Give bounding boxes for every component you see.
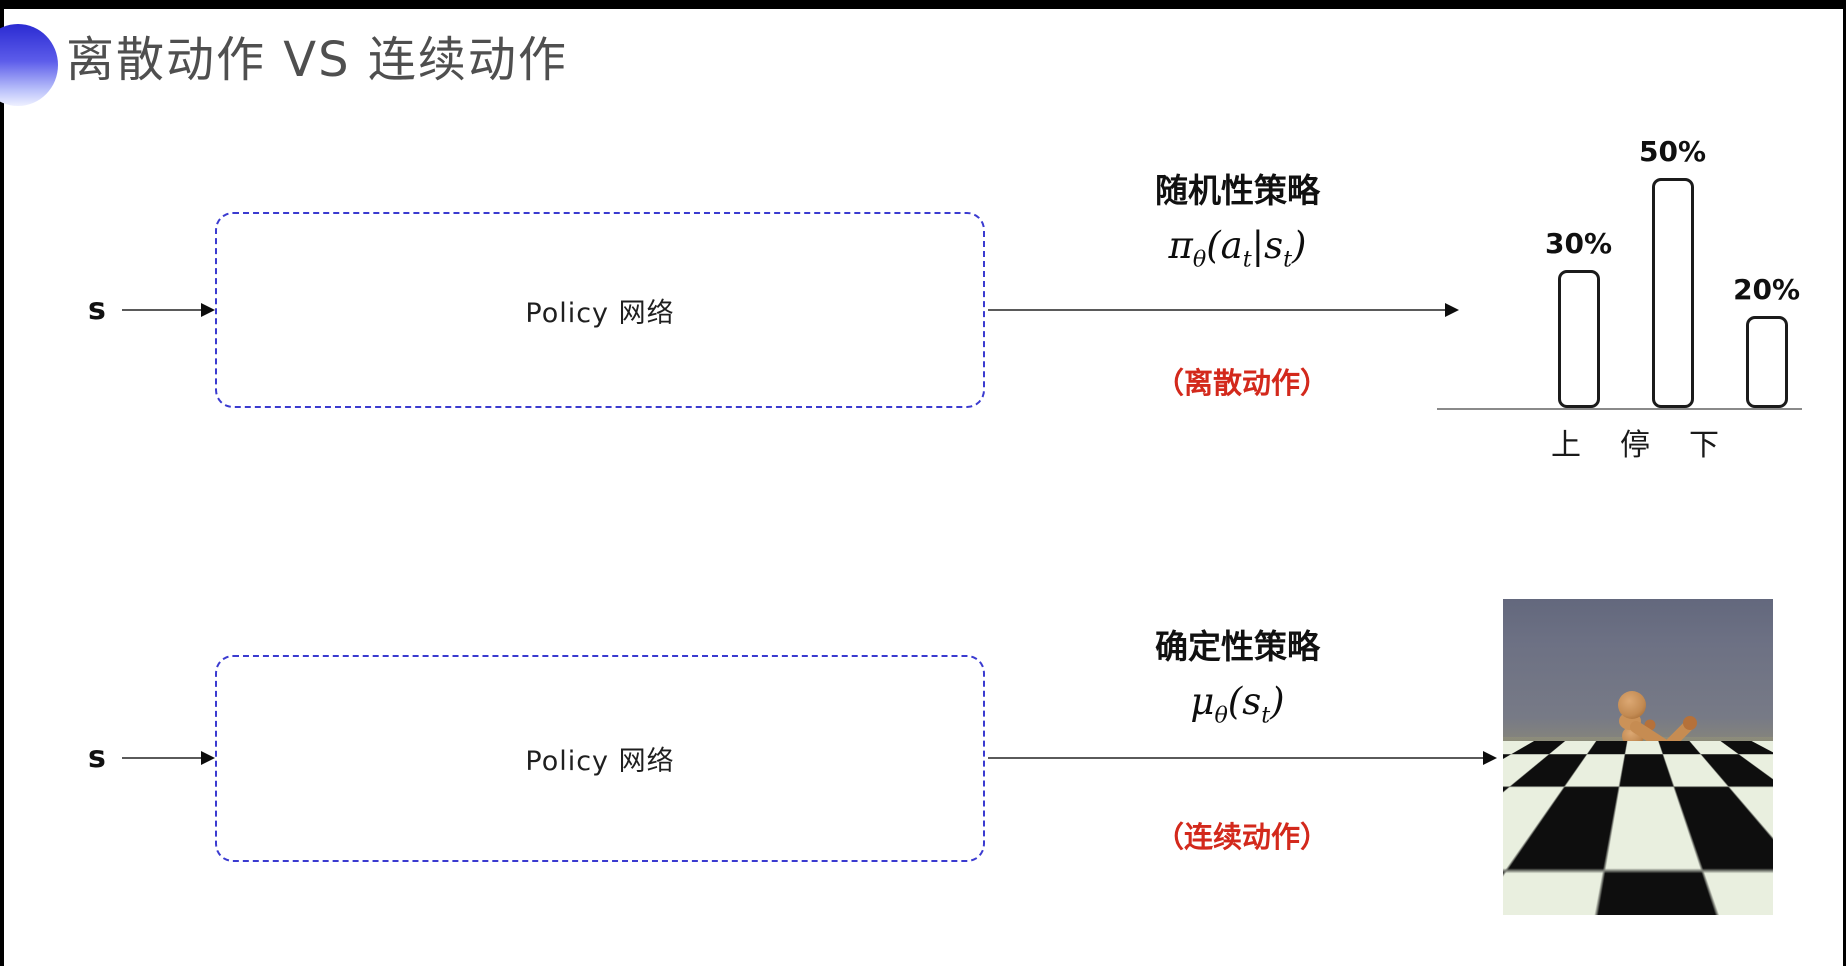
arrow-state-to-policy-top — [122, 303, 215, 317]
bar-category-label: 下 — [1689, 428, 1719, 463]
humanoid-simulation-image — [1503, 599, 1773, 915]
frame-top-edge — [0, 0, 1846, 9]
deterministic-policy-formula: μθ(st) — [1190, 680, 1285, 729]
title-bullet-decoration — [0, 24, 58, 106]
frame-right-edge — [1843, 0, 1846, 966]
policy-network-label: Policy 网络 — [525, 297, 675, 329]
bar-group: 20% — [1733, 273, 1800, 408]
stochastic-policy-label: 随机性策略 — [1155, 171, 1320, 210]
policy-network-label: Policy 网络 — [525, 746, 675, 777]
state-input-label-bottom: s — [88, 740, 106, 775]
bar-value-label: 20% — [1733, 273, 1801, 306]
state-input-label-top: s — [88, 292, 106, 327]
continuous-action-note: （连续动作） — [1154, 820, 1329, 854]
frame-left-edge — [0, 0, 4, 966]
bar-value-label: 50% — [1639, 135, 1707, 168]
bar-chart-bars: 30% 50% 20% — [1545, 135, 1800, 408]
humanoid-robot — [1593, 691, 1697, 849]
action-probability-chart: 30% 50% 20% 上 停 下 — [1437, 96, 1809, 463]
bar-category-label: 上 — [1551, 428, 1581, 463]
bar-chart-categories: 上停下 — [1545, 420, 1725, 464]
bar-group: 50% — [1639, 135, 1706, 408]
bar-group: 30% — [1545, 227, 1612, 408]
probability-bar — [1651, 178, 1694, 408]
chart-baseline — [1437, 408, 1802, 410]
discrete-action-note: （离散动作） — [1154, 366, 1329, 400]
arrow-state-to-policy-bottom — [122, 751, 215, 765]
probability-bar — [1745, 316, 1788, 408]
bar-category-label: 停 — [1620, 428, 1650, 463]
arrow-policy-to-output-bottom — [988, 751, 1497, 765]
deterministic-policy-label: 确定性策略 — [1155, 627, 1320, 666]
slide-title: 离散动作 VS 连续动作 — [66, 32, 568, 88]
stochastic-policy-formula: πθ(at|st) — [1168, 224, 1307, 273]
bar-value-label: 30% — [1545, 227, 1613, 260]
floor-reflection — [1553, 851, 1713, 911]
policy-network-box-top: Policy 网络 — [215, 212, 985, 408]
policy-network-box-bottom: Policy 网络 — [215, 655, 985, 862]
probability-bar — [1557, 270, 1600, 408]
arrow-policy-to-output-top — [988, 303, 1459, 317]
